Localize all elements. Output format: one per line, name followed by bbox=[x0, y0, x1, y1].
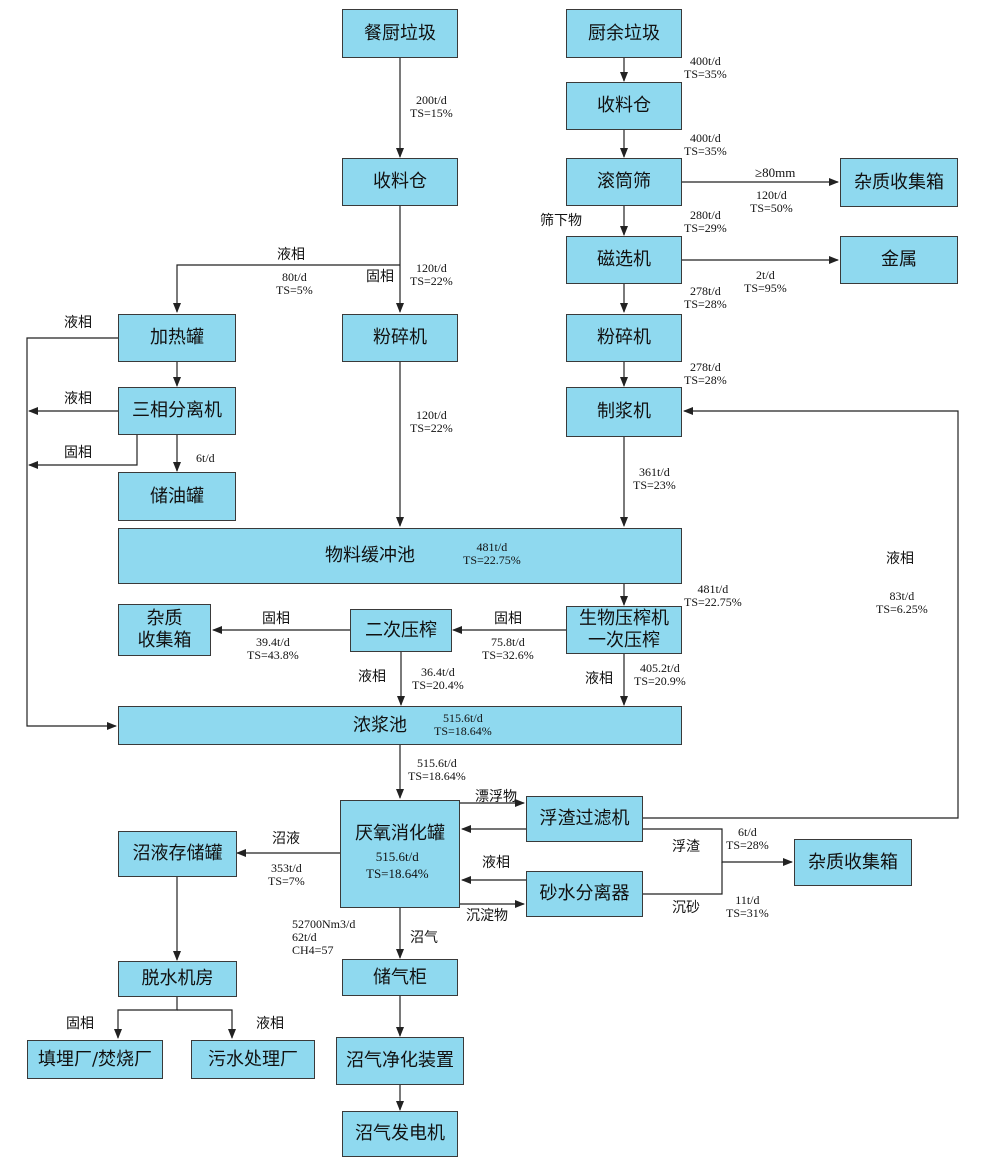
tag-solid: 固相 bbox=[262, 611, 290, 627]
buffer-pool-value: 481t/d TS=22.75% bbox=[463, 540, 521, 567]
node-slurry-pool: 浓浆池 bbox=[118, 706, 682, 745]
node-drum-screen: 滚筒筛 bbox=[566, 158, 682, 206]
node-gas-holder: 储气柜 bbox=[342, 959, 458, 996]
node-digestate-tank: 沼液存储罐 bbox=[118, 831, 237, 877]
node-oil-tank: 储油罐 bbox=[118, 472, 236, 521]
node-food-waste: 餐厨垃圾 bbox=[342, 9, 458, 58]
buffer-pool-label: 物料缓冲池 bbox=[325, 545, 415, 567]
node-impurity-box-left: 杂质 收集箱 bbox=[118, 604, 211, 656]
flow-label: 353t/d TS=7% bbox=[268, 861, 305, 888]
flow-label: 6t/d TS=28% bbox=[726, 825, 769, 852]
node-three-phase-separator: 三相分离机 bbox=[118, 387, 236, 435]
tag-solid: 固相 bbox=[494, 611, 522, 627]
node-landfill-incineration: 填埋厂/焚烧厂 bbox=[27, 1040, 163, 1079]
node-biogas-generator: 沼气发电机 bbox=[342, 1111, 458, 1157]
flow-label: 481t/d TS=22.75% bbox=[684, 582, 742, 609]
node-impurity-box-bottom: 杂质收集箱 bbox=[794, 839, 912, 886]
node-crusher-right: 粉碎机 bbox=[566, 314, 682, 362]
tag-solid: 固相 bbox=[366, 269, 394, 285]
node-sewage-plant: 污水处理厂 bbox=[191, 1040, 315, 1079]
arrow-dewater-to-sewage bbox=[177, 1009, 236, 1039]
tag-liquid: 液相 bbox=[358, 669, 386, 685]
flow-label: 515.6t/d TS=18.64% bbox=[408, 756, 466, 783]
flow-label: 278t/d TS=28% bbox=[684, 360, 727, 387]
node-dewatering-room: 脱水机房 bbox=[118, 961, 237, 997]
tag-solid: 固相 bbox=[66, 1016, 94, 1032]
arrow-bin-to-heating bbox=[173, 264, 400, 313]
arrow-dewater-to-landfill bbox=[114, 997, 178, 1039]
flow-label: 120t/d TS=50% bbox=[750, 188, 793, 215]
tag-liquid: 液相 bbox=[482, 855, 510, 871]
flow-label: 278t/d TS=28% bbox=[684, 284, 727, 311]
tag-liquid: 液相 bbox=[886, 551, 914, 567]
flow-label: 80t/d TS=5% bbox=[276, 270, 313, 297]
node-pulper: 制浆机 bbox=[566, 387, 682, 437]
flow-label: 200t/d TS=15% bbox=[410, 93, 453, 120]
node-crusher-left: 粉碎机 bbox=[342, 314, 458, 362]
flow-label: 405.2t/d TS=20.9% bbox=[634, 661, 686, 688]
flow-label: 83t/d TS=6.25% bbox=[876, 589, 928, 616]
flow-label: 361t/d TS=23% bbox=[633, 465, 676, 492]
flow-label: 400t/d TS=35% bbox=[684, 131, 727, 158]
node-anaerobic-digester: 厌氧消化罐 bbox=[340, 800, 460, 908]
flow-label: 120t/d TS=22% bbox=[410, 261, 453, 288]
arrow-separator-solid bbox=[28, 435, 138, 469]
flow-label: 52700Nm3/d 62t/d CH4=57 bbox=[292, 917, 356, 957]
node-biogas-purifier: 沼气净化装置 bbox=[336, 1037, 464, 1085]
arrow-scum-to-impurity bbox=[643, 828, 793, 866]
tag-scum: 浮渣 bbox=[672, 839, 700, 855]
node-metal: 金属 bbox=[840, 236, 958, 284]
tag-liquid: 液相 bbox=[64, 315, 92, 331]
node-heating-tank: 加热罐 bbox=[118, 314, 236, 362]
tag-liquid: 液相 bbox=[277, 247, 305, 263]
tag-under-screen: 筛下物 bbox=[540, 213, 582, 229]
flow-label: 120t/d TS=22% bbox=[410, 408, 453, 435]
node-grit-separator: 砂水分离器 bbox=[526, 871, 643, 917]
node-bio-press: 生物压榨机 一次压榨 bbox=[566, 606, 682, 654]
tag-digestate: 沼液 bbox=[272, 831, 300, 847]
flow-label: 36.4t/d TS=20.4% bbox=[412, 665, 464, 692]
flow-label: 2t/d TS=95% bbox=[744, 268, 787, 295]
slurry-pool-value: 515.6t/d TS=18.64% bbox=[434, 711, 492, 738]
node-second-press: 二次压榨 bbox=[350, 609, 452, 652]
node-receiving-bin-left: 收料仓 bbox=[342, 158, 458, 206]
liquid-bus-line bbox=[26, 337, 118, 730]
flow-label: 6t/d bbox=[196, 451, 215, 465]
flow-label: 280t/d TS=29% bbox=[684, 208, 727, 235]
flow-label: ≥80mm bbox=[755, 165, 796, 180]
tag-liquid: 液相 bbox=[585, 671, 613, 687]
node-receiving-bin-right: 收料仓 bbox=[566, 82, 682, 130]
digester-label: 厌氧消化罐 bbox=[355, 823, 445, 844]
tag-sediment: 沉淀物 bbox=[466, 908, 508, 924]
flow-label: 400t/d TS=35% bbox=[684, 54, 727, 81]
tag-liquid: 液相 bbox=[256, 1016, 284, 1032]
tag-solid: 固相 bbox=[64, 445, 92, 461]
tag-biogas: 沼气 bbox=[410, 930, 438, 946]
arrow-scum-to-pulper bbox=[643, 407, 959, 819]
slurry-pool-label: 浓浆池 bbox=[353, 714, 407, 736]
arrow-grit-to-impurity bbox=[643, 862, 723, 895]
flow-label: 11t/d TS=31% bbox=[726, 893, 769, 920]
node-buffer-pool: 物料缓冲池 bbox=[118, 528, 682, 584]
node-kitchen-waste: 厨余垃圾 bbox=[566, 9, 682, 58]
digester-value: 515.6t/d TS=18.64% bbox=[366, 849, 429, 881]
node-magnetic-separator: 磁选机 bbox=[566, 236, 682, 284]
flow-label: 75.8t/d TS=32.6% bbox=[482, 635, 534, 662]
node-impurity-box-top: 杂质收集箱 bbox=[840, 158, 958, 207]
tag-grit: 沉砂 bbox=[672, 900, 700, 916]
tag-liquid: 液相 bbox=[64, 391, 92, 407]
tag-floating: 漂浮物 bbox=[475, 789, 517, 805]
flow-label: 39.4t/d TS=43.8% bbox=[247, 635, 299, 662]
node-scum-filter: 浮渣过滤机 bbox=[526, 796, 643, 842]
